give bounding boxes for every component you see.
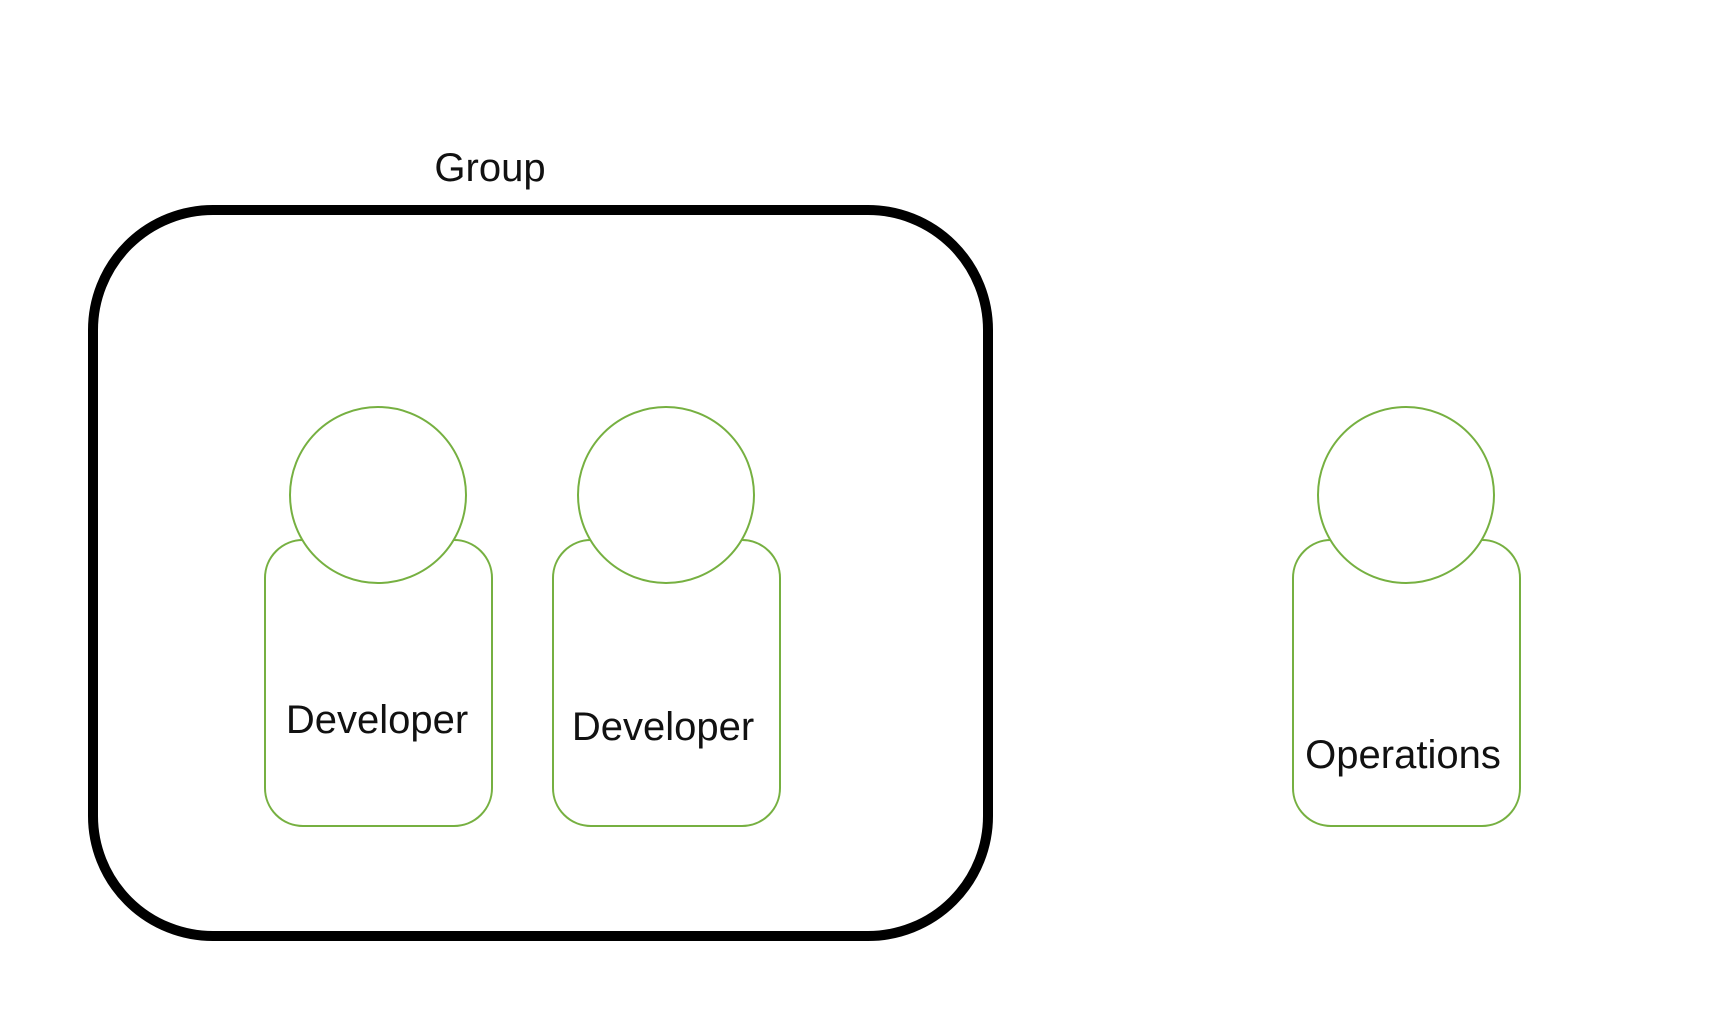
person-head bbox=[289, 406, 467, 584]
person-label: Developer bbox=[572, 705, 754, 749]
person-head bbox=[1317, 406, 1495, 584]
person-operations[interactable]: Operations bbox=[1292, 406, 1521, 827]
group-container[interactable]: Group bbox=[88, 146, 993, 941]
person-label: Operations bbox=[1305, 733, 1501, 777]
person-label: Developer bbox=[286, 698, 468, 742]
group-label: Group bbox=[434, 146, 545, 190]
person-head bbox=[577, 406, 755, 584]
person-developer-2[interactable]: Developer bbox=[552, 406, 781, 827]
group-box[interactable] bbox=[88, 205, 993, 941]
person-developer-1[interactable]: Developer bbox=[264, 406, 493, 827]
